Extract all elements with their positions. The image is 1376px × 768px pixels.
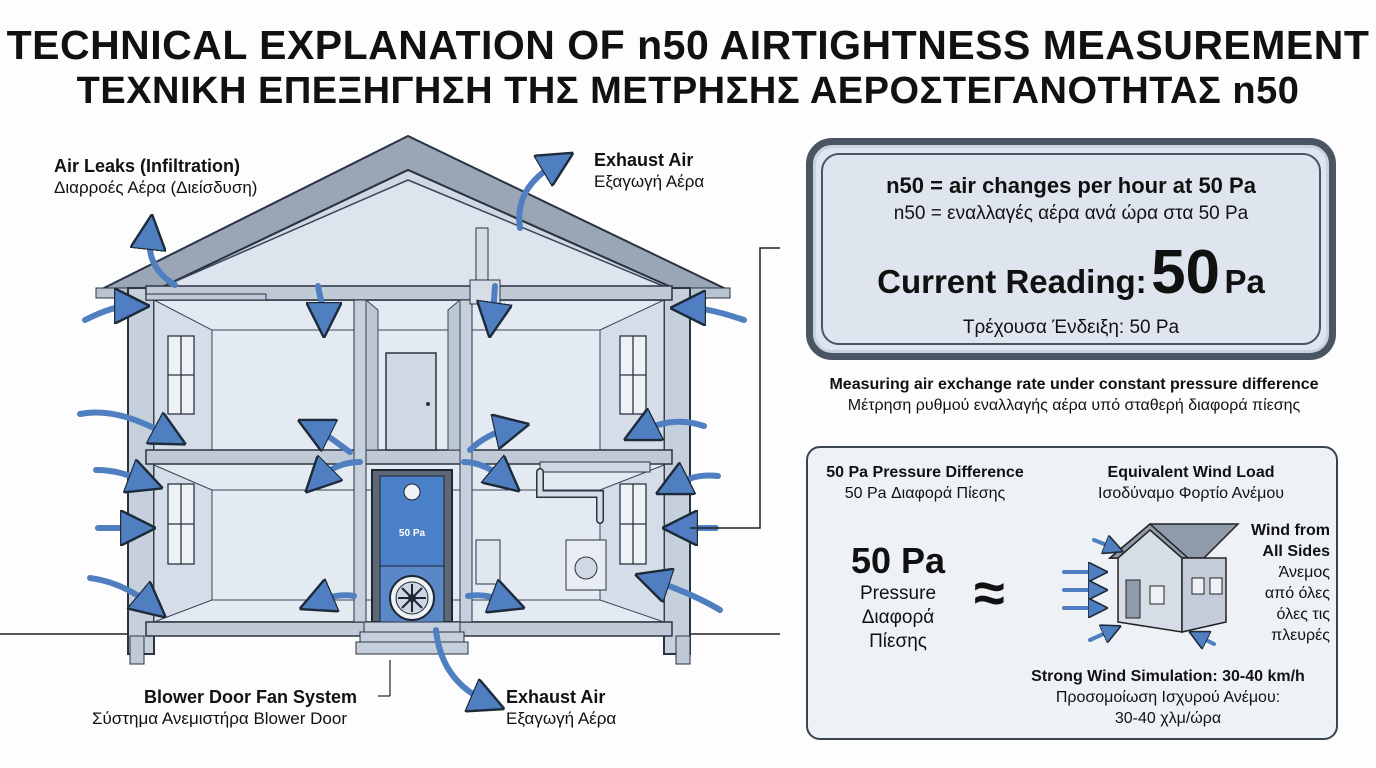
wind-sides-gr-2: από όλες: [1264, 585, 1330, 602]
exhaust-bottom-label: Exhaust Air Εξαγωγή Αέρα: [506, 687, 616, 729]
air-leaks-gr: Διαρροές Αέρα (Διείσδυση): [54, 178, 258, 197]
house-cutaway-diagram: 50 Pa: [0, 134, 780, 760]
sim-en: Strong Wind Simulation: 30-40 km/h: [1031, 668, 1305, 685]
pressure-line-1: Pressure: [859, 583, 937, 604]
reading-unit: Pa: [1224, 263, 1265, 300]
reading-value: 50: [1151, 238, 1221, 307]
measuring-en: Measuring air exchange rate under consta…: [829, 376, 1319, 393]
measuring-gr: Μέτρηση ρυθμού εναλλαγής αέρα υπό σταθερ…: [847, 397, 1301, 414]
comparison-panel: 50 Pa Pressure Difference 50 Pa Διαφορά …: [806, 446, 1338, 740]
wind-sides-en-1: Wind from: [1251, 522, 1330, 539]
wind-load-heading: Equivalent Wind Load Ισοδύναμο Φορτίο Αν…: [1078, 462, 1304, 504]
exhaust-top-label: Exhaust Air Εξαγωγή Αέρα: [594, 150, 704, 192]
pressure-caption: Pressure Διαφορά Πίεσης: [838, 582, 958, 654]
wind-sides-caption: Wind from All Sides Άνεμος από όλες όλες…: [1244, 520, 1330, 646]
wind-sides-gr-3: όλες τις: [1276, 606, 1330, 623]
blower-label: Blower Door Fan System Σύστημα Ανεμιστήρ…: [92, 687, 357, 729]
wind-sides-en-2: All Sides: [1262, 543, 1330, 560]
blower-door-fan: [371, 469, 453, 623]
wind-simulation-caption: Strong Wind Simulation: 30-40 km/h Προσο…: [1018, 666, 1318, 729]
reading-label: Current Reading:: [877, 263, 1147, 300]
exhaust-arrow: [516, 162, 558, 231]
gauge-label: 50 Pa: [399, 528, 426, 539]
blower-gr: Σύστημα Ανεμιστήρα Blower Door: [92, 709, 347, 728]
pressure-diff-heading: 50 Pa Pressure Difference 50 Pa Διαφορά …: [812, 462, 1038, 504]
right-wall: [663, 287, 691, 655]
blower-en: Blower Door Fan System: [144, 687, 358, 707]
exhaust-top-en: Exhaust Air: [594, 150, 694, 170]
exhaust-bottom-gr: Εξαγωγή Αέρα: [506, 709, 617, 728]
exhaust-top-gr: Εξαγωγή Αέρα: [594, 172, 705, 191]
sim-gr-2: 30-40 χλμ/ώρα: [1114, 710, 1222, 727]
interior-door: [385, 352, 437, 451]
air-leaks-label: Air Leaks (Infiltration) Διαρροές Αέρα (…: [54, 156, 257, 198]
wind-house-illustration: [1062, 523, 1240, 664]
wind-sides-gr-1: Άνεμος: [1278, 564, 1330, 581]
pressure-line-3: Πίεσης: [869, 631, 927, 652]
definition-gr: n50 = εναλλαγές αέρα ανά ώρα στα 50 Pa: [893, 203, 1249, 224]
current-reading: Current Reading: 50 Pa: [813, 237, 1329, 308]
pressure-line-2: Διαφορά: [861, 607, 935, 628]
measuring-caption: Measuring air exchange rate under consta…: [806, 374, 1342, 416]
wind-load-gr: Ισοδύναμο Φορτίο Ανέμου: [1098, 485, 1284, 502]
title-greek: ΤΕΧΝΙΚΗ ΕΠΕΞΗΓΗΣΗ ΤΗΣ ΜΕΤΡΗΣΗΣ ΑΕΡΟΣΤΕΓΑ…: [76, 70, 1300, 112]
sim-gr-1: Προσομοίωση Ισχυρού Ανέμου:: [1055, 689, 1281, 706]
title-english: TECHNICAL EXPLANATION OF n50 AIRTIGHTNES…: [6, 22, 1370, 68]
reading-panel: n50 = air changes per hour at 50 Pa n50 …: [806, 138, 1336, 360]
approx-symbol: ≈: [974, 561, 1005, 624]
leak-arrow: [149, 232, 178, 288]
wind-load-en: Equivalent Wind Load: [1107, 464, 1275, 481]
exhaust-bottom-en: Exhaust Air: [506, 687, 606, 707]
reading-gr: Τρέχουσα Ένδειξη: 50 Pa: [962, 317, 1180, 338]
pressure-diff-gr: 50 Pa Διαφορά Πίεσης: [844, 485, 1006, 502]
big-pressure-value: 50 Pa: [850, 540, 946, 581]
pressure-diff-en: 50 Pa Pressure Difference: [826, 464, 1024, 481]
air-leaks-en: Air Leaks (Infiltration): [54, 156, 241, 176]
wind-sides-gr-4: πλευρές: [1271, 627, 1330, 644]
definition-en: n50 = air changes per hour at 50 Pa: [886, 173, 1256, 198]
